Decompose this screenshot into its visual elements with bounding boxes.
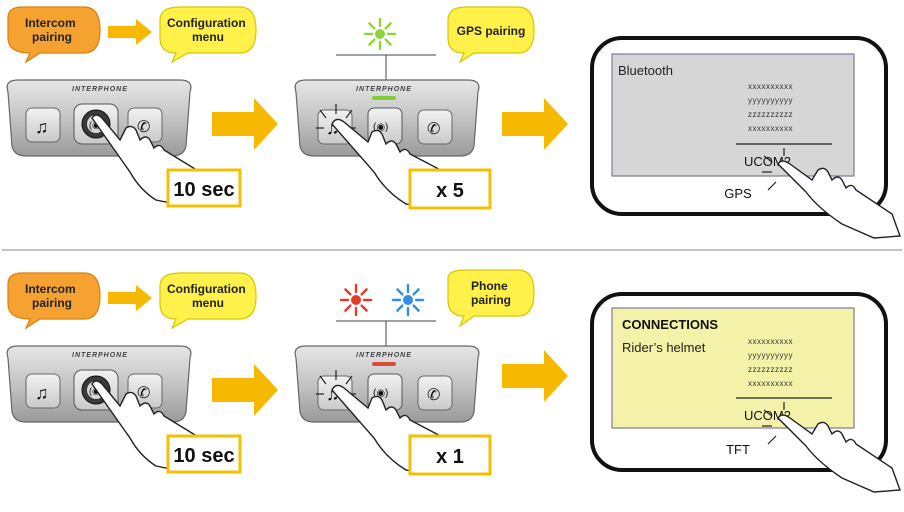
led-indicator (336, 17, 436, 106)
screen-panel (611, 307, 855, 429)
bubble-target-line-1: Phone (471, 279, 508, 293)
led-strip (372, 362, 396, 366)
music-icon: ♫ (35, 117, 49, 137)
music-icon: ♫ (35, 383, 49, 403)
hold-duration-label: 10 sec (166, 434, 242, 474)
bubble-intercom-line-1: Intercom (25, 16, 76, 30)
tap-burst-icon (762, 148, 785, 191)
arrow-right-icon (212, 98, 278, 150)
device-brand: INTERPHONE (72, 86, 128, 93)
pressing-hand-icon (777, 414, 901, 493)
bubble-target-line-1: GPS pairing (457, 24, 526, 38)
phone-icon: ✆ (427, 121, 440, 138)
bubble-intercom-line-1: Intercom (25, 282, 76, 296)
tap-burst-icon (762, 402, 785, 445)
pressing-hand-icon (777, 160, 901, 239)
screen-item: zzzzzzzzzz (748, 365, 793, 374)
led-blink-icon (339, 283, 373, 317)
led-blink-icon (363, 17, 397, 51)
intercom-icon: (◉) (89, 120, 103, 130)
bubble-target-pairing: GPS pairing (447, 6, 535, 64)
svg-text:Configuration menu: Configuration menu (167, 16, 249, 44)
press-count-label: x 1 (408, 434, 492, 476)
press-count-label: x 5 (408, 168, 492, 210)
hold-duration-label: 10 sec (166, 168, 242, 208)
arrow-right-icon (108, 285, 152, 311)
led-strip (372, 96, 396, 100)
screen-item: xxxxxxxxxx (748, 82, 793, 91)
screen-item: xxxxxxxxxx (748, 337, 793, 346)
svg-text:GPS pairing: GPS pairing (457, 24, 526, 38)
arrow-right-icon (502, 350, 568, 402)
svg-text:Intercom pairing: Intercom pairing (25, 282, 79, 310)
press-count-text: x 1 (436, 446, 464, 468)
screen-item: zzzzzzzzzz (748, 110, 793, 119)
screen-item: xxxxxxxxxx (748, 379, 793, 388)
screen-device: CONNECTIONS Rider’s helmet xxxxxxxxxx yy… (590, 292, 901, 493)
bubble-target-line-2: pairing (471, 293, 511, 307)
row-gps: Intercom pairing Configuration menu INTE… (6, 6, 901, 239)
bubble-config-line-2: menu (192, 296, 224, 310)
arrow-right-icon (502, 98, 568, 150)
device-brand: INTERPHONE (72, 352, 128, 359)
svg-text:Phone pairing: Phone pairing (471, 279, 511, 307)
screen-device: Bluetooth xxxxxxxxxx yyyyyyyyyy zzzzzzzz… (590, 36, 901, 239)
screen-panel (611, 53, 855, 177)
bubble-intercom-line-2: pairing (32, 296, 72, 310)
screen-line: Bluetooth (618, 63, 673, 78)
bubble-configuration-menu: Configuration menu (159, 272, 257, 330)
bubble-intercom-line-2: pairing (32, 30, 72, 44)
screen-device-name: TFT (726, 442, 750, 457)
led-blink-icon (391, 283, 425, 317)
bubble-intercom-pairing: Intercom pairing (7, 272, 101, 330)
arrow-right-icon (212, 364, 278, 416)
bubble-intercom-pairing: Intercom pairing (7, 6, 101, 64)
device-brand: INTERPHONE (356, 352, 412, 359)
press-count-text: x 5 (436, 180, 464, 202)
screen-item: yyyyyyyyyy (748, 351, 793, 360)
hold-duration-text: 10 sec (173, 179, 234, 201)
intercom-icon: (◉) (89, 386, 103, 396)
screen-item: xxxxxxxxxx (748, 124, 793, 133)
screen-item: yyyyyyyyyy (748, 96, 793, 105)
hold-duration-text: 10 sec (173, 445, 234, 467)
intercom-icon: (◉) (373, 388, 388, 399)
phone-icon: ✆ (137, 385, 150, 402)
svg-text:Intercom pairing: Intercom pairing (25, 16, 79, 44)
bubble-config-line-1: Configuration (167, 282, 246, 296)
screen-line: Rider’s helmet (622, 340, 706, 355)
bubble-config-line-2: menu (192, 30, 224, 44)
screen-title: CONNECTIONS (622, 317, 718, 332)
svg-text:Configuration menu: Configuration menu (167, 282, 249, 310)
device-brand: INTERPHONE (356, 86, 412, 93)
row-phone: Intercom pairing Configuration menu INTE… (6, 269, 901, 493)
screen-device-name: GPS (724, 186, 752, 201)
intercom-icon: (◉) (373, 122, 388, 133)
arrow-right-icon (108, 19, 152, 45)
bubble-target-pairing: Phone pairing (447, 269, 535, 328)
phone-icon: ✆ (427, 387, 440, 404)
phone-icon: ✆ (137, 119, 150, 136)
bubble-config-line-1: Configuration (167, 16, 246, 30)
bubble-configuration-menu: Configuration menu (159, 6, 257, 64)
